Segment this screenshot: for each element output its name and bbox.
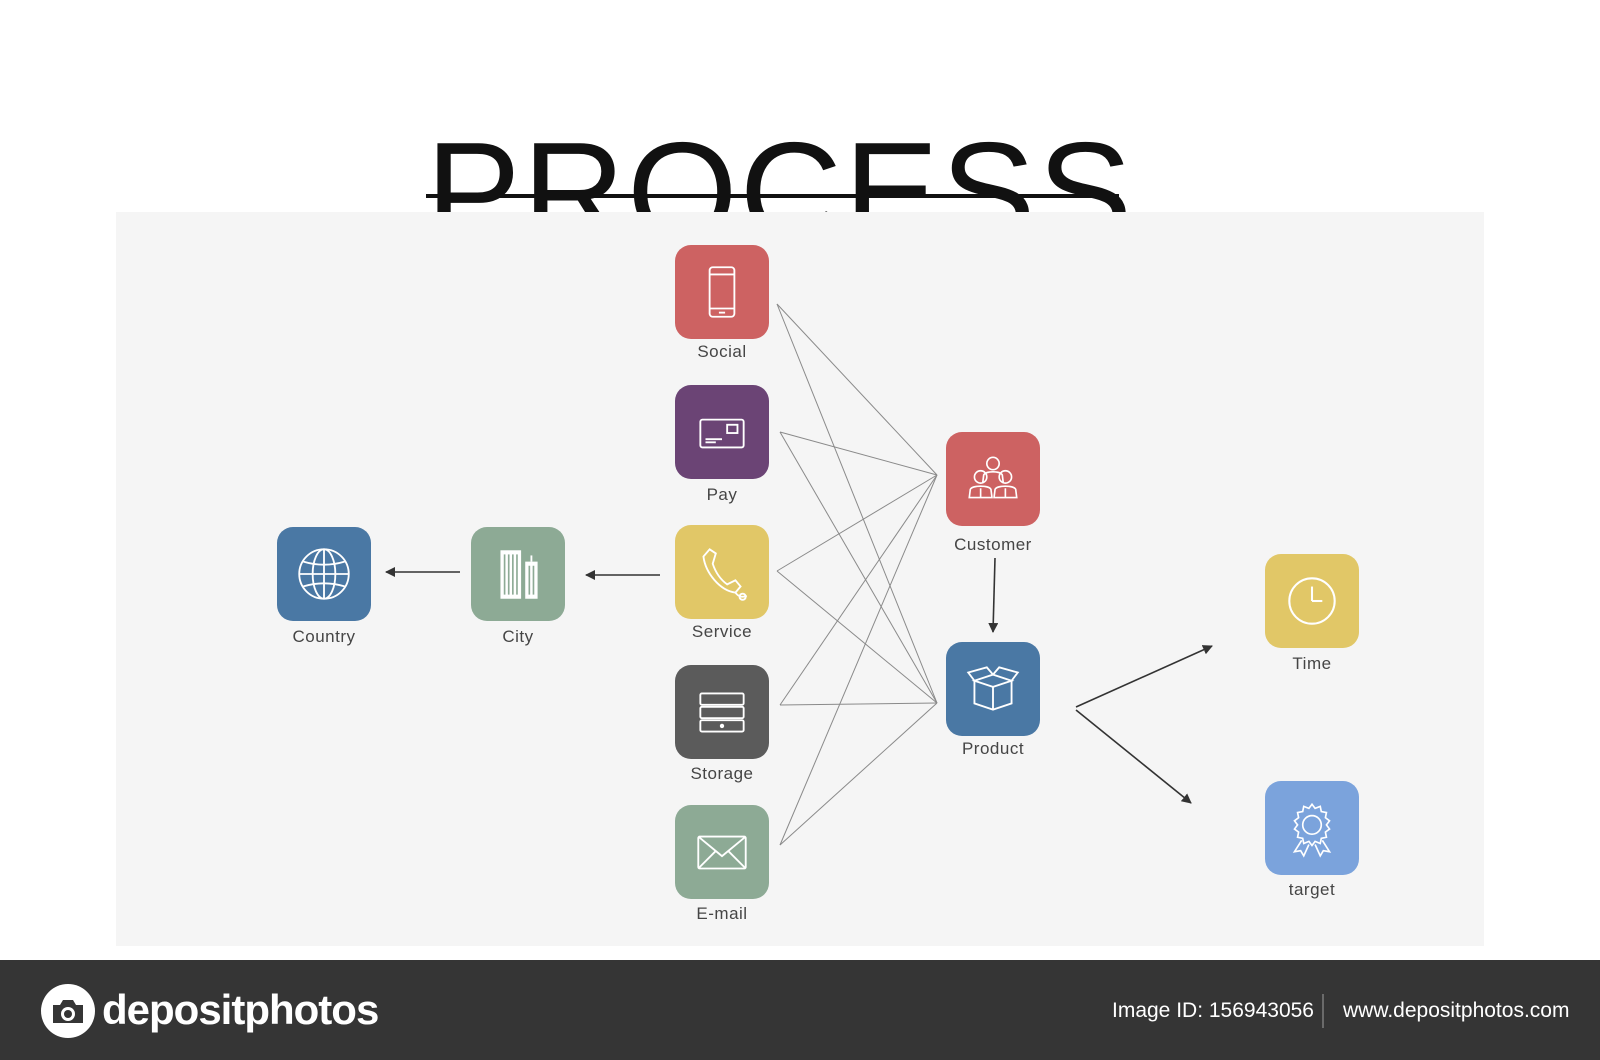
label-time: Time — [1292, 654, 1332, 673]
label-pay: Pay — [706, 485, 738, 504]
label-customer: Customer — [954, 535, 1032, 554]
node-storage: Storage — [675, 665, 769, 783]
flow-arrows — [385, 557, 1213, 804]
tile-pay — [675, 385, 769, 479]
watermark-footer: depositphotos Image ID: 156943056 www.de… — [0, 960, 1600, 1060]
arrow-product-to-target — [1075, 709, 1192, 804]
node-service: Service — [675, 525, 769, 641]
tile-time — [1265, 554, 1359, 648]
server-icon — [699, 692, 745, 733]
globe-icon — [298, 548, 350, 600]
buildings-icon — [500, 550, 538, 599]
people-group-icon — [968, 456, 1018, 499]
smartphone-icon — [708, 266, 736, 318]
tile-service — [675, 525, 769, 619]
node-product: Product — [946, 642, 1040, 758]
brand-name: depositphotos — [102, 986, 379, 1033]
footer-divider — [1322, 994, 1324, 1028]
arrow-product-to-time — [1075, 645, 1213, 708]
node-email: E-mail — [675, 805, 769, 923]
credit-card-icon — [699, 418, 745, 449]
node-target: target — [1265, 781, 1359, 899]
award-badge-icon — [1292, 802, 1332, 858]
tile-city — [471, 527, 565, 621]
envelope-icon — [697, 835, 747, 870]
node-customer: Customer — [946, 432, 1040, 554]
label-email: E-mail — [696, 904, 748, 923]
site-url: www.depositphotos.com — [1343, 999, 1570, 1022]
image-id: Image ID: 156943056 — [1112, 999, 1314, 1022]
arrow-customer-to-product — [988, 557, 999, 633]
input-connector-lines — [776, 303, 938, 846]
tile-country — [277, 527, 371, 621]
label-service: Service — [691, 622, 753, 641]
node-pay: Pay — [675, 385, 769, 504]
tile-storage — [675, 665, 769, 759]
tile-target — [1265, 781, 1359, 875]
tile-email — [675, 805, 769, 899]
label-city: City — [502, 627, 534, 646]
node-city: City — [471, 527, 565, 646]
box-icon — [966, 666, 1020, 711]
tile-customer — [946, 432, 1040, 526]
connector-lines — [385, 303, 1213, 846]
label-social: Social — [697, 342, 747, 361]
label-product: Product — [961, 739, 1025, 758]
title-underline — [426, 194, 1119, 198]
telephone-icon — [702, 548, 748, 601]
clock-icon — [1288, 577, 1336, 625]
tile-product — [946, 642, 1040, 736]
node-social: Social — [675, 245, 769, 361]
node-country: Country — [277, 527, 371, 646]
label-storage: Storage — [690, 764, 754, 783]
label-target: target — [1288, 880, 1336, 899]
node-time: Time — [1265, 554, 1359, 673]
camera-logo-icon — [41, 984, 95, 1038]
label-country: Country — [292, 627, 356, 646]
tile-social — [675, 245, 769, 339]
